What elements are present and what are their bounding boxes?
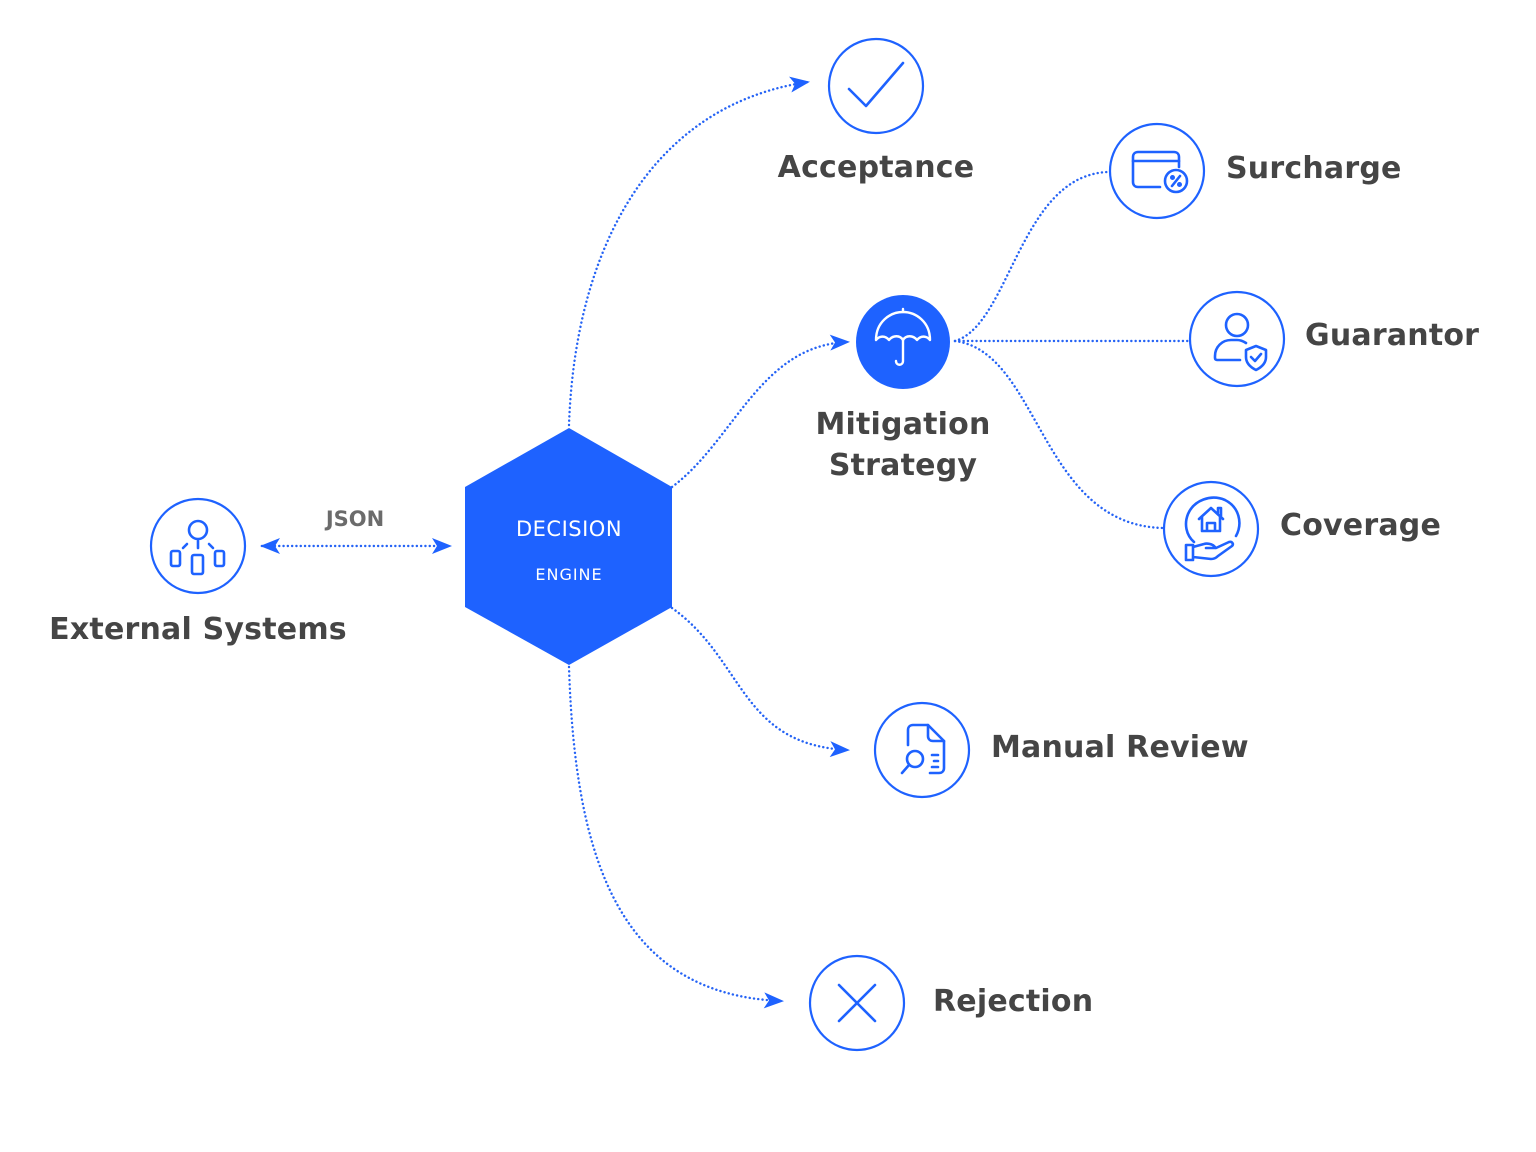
mitigation-label-line1: Mitigation: [815, 407, 991, 442]
external-systems-label: External Systems: [49, 612, 347, 647]
checkmark-icon: [847, 61, 905, 108]
guarantor-node[interactable]: [1188, 290, 1286, 388]
acceptance-label: Acceptance: [777, 150, 975, 185]
coverage-node[interactable]: [1162, 480, 1260, 578]
decision-engine-hexagon[interactable]: [465, 428, 672, 665]
umbrella-icon: [874, 307, 932, 366]
decision-engine-title: DECISION: [515, 517, 623, 541]
connector-surcharge: [953, 170, 1110, 343]
connector-coverage: [953, 339, 1165, 530]
connector-manual-review: [670, 606, 850, 758]
close-x-icon: [837, 983, 877, 1023]
decision-engine-subtitle: ENGINE: [535, 565, 603, 584]
rejection-label: Rejection: [933, 984, 1094, 1019]
rejection-node[interactable]: [808, 954, 906, 1052]
card-percent-icon: [1131, 150, 1189, 194]
manual-review-label: Manual Review: [991, 730, 1249, 765]
coverage-label: Coverage: [1280, 508, 1441, 543]
user-shield-icon: [1213, 312, 1268, 372]
manual-review-node[interactable]: [873, 701, 971, 799]
mitigation-label-line2: Strategy: [828, 448, 978, 483]
surcharge-label: Surcharge: [1226, 151, 1402, 186]
acceptance-node[interactable]: [827, 37, 925, 135]
mitigation-strategy-node[interactable]: [856, 295, 950, 389]
surcharge-node[interactable]: [1108, 122, 1206, 220]
org-structure-icon: [169, 519, 226, 576]
connector-acceptance: [567, 76, 810, 427]
document-search-icon: [900, 723, 946, 775]
connector-mitigation: [670, 334, 850, 489]
json-link-label: JSON: [325, 507, 385, 531]
guarantor-label: Guarantor: [1305, 318, 1480, 353]
mitigation-strategy-label: Mitigation Strategy: [815, 404, 990, 486]
connector-rejection: [567, 665, 784, 1009]
external-systems-node[interactable]: [149, 497, 247, 595]
house-hand-icon: [1184, 496, 1241, 562]
